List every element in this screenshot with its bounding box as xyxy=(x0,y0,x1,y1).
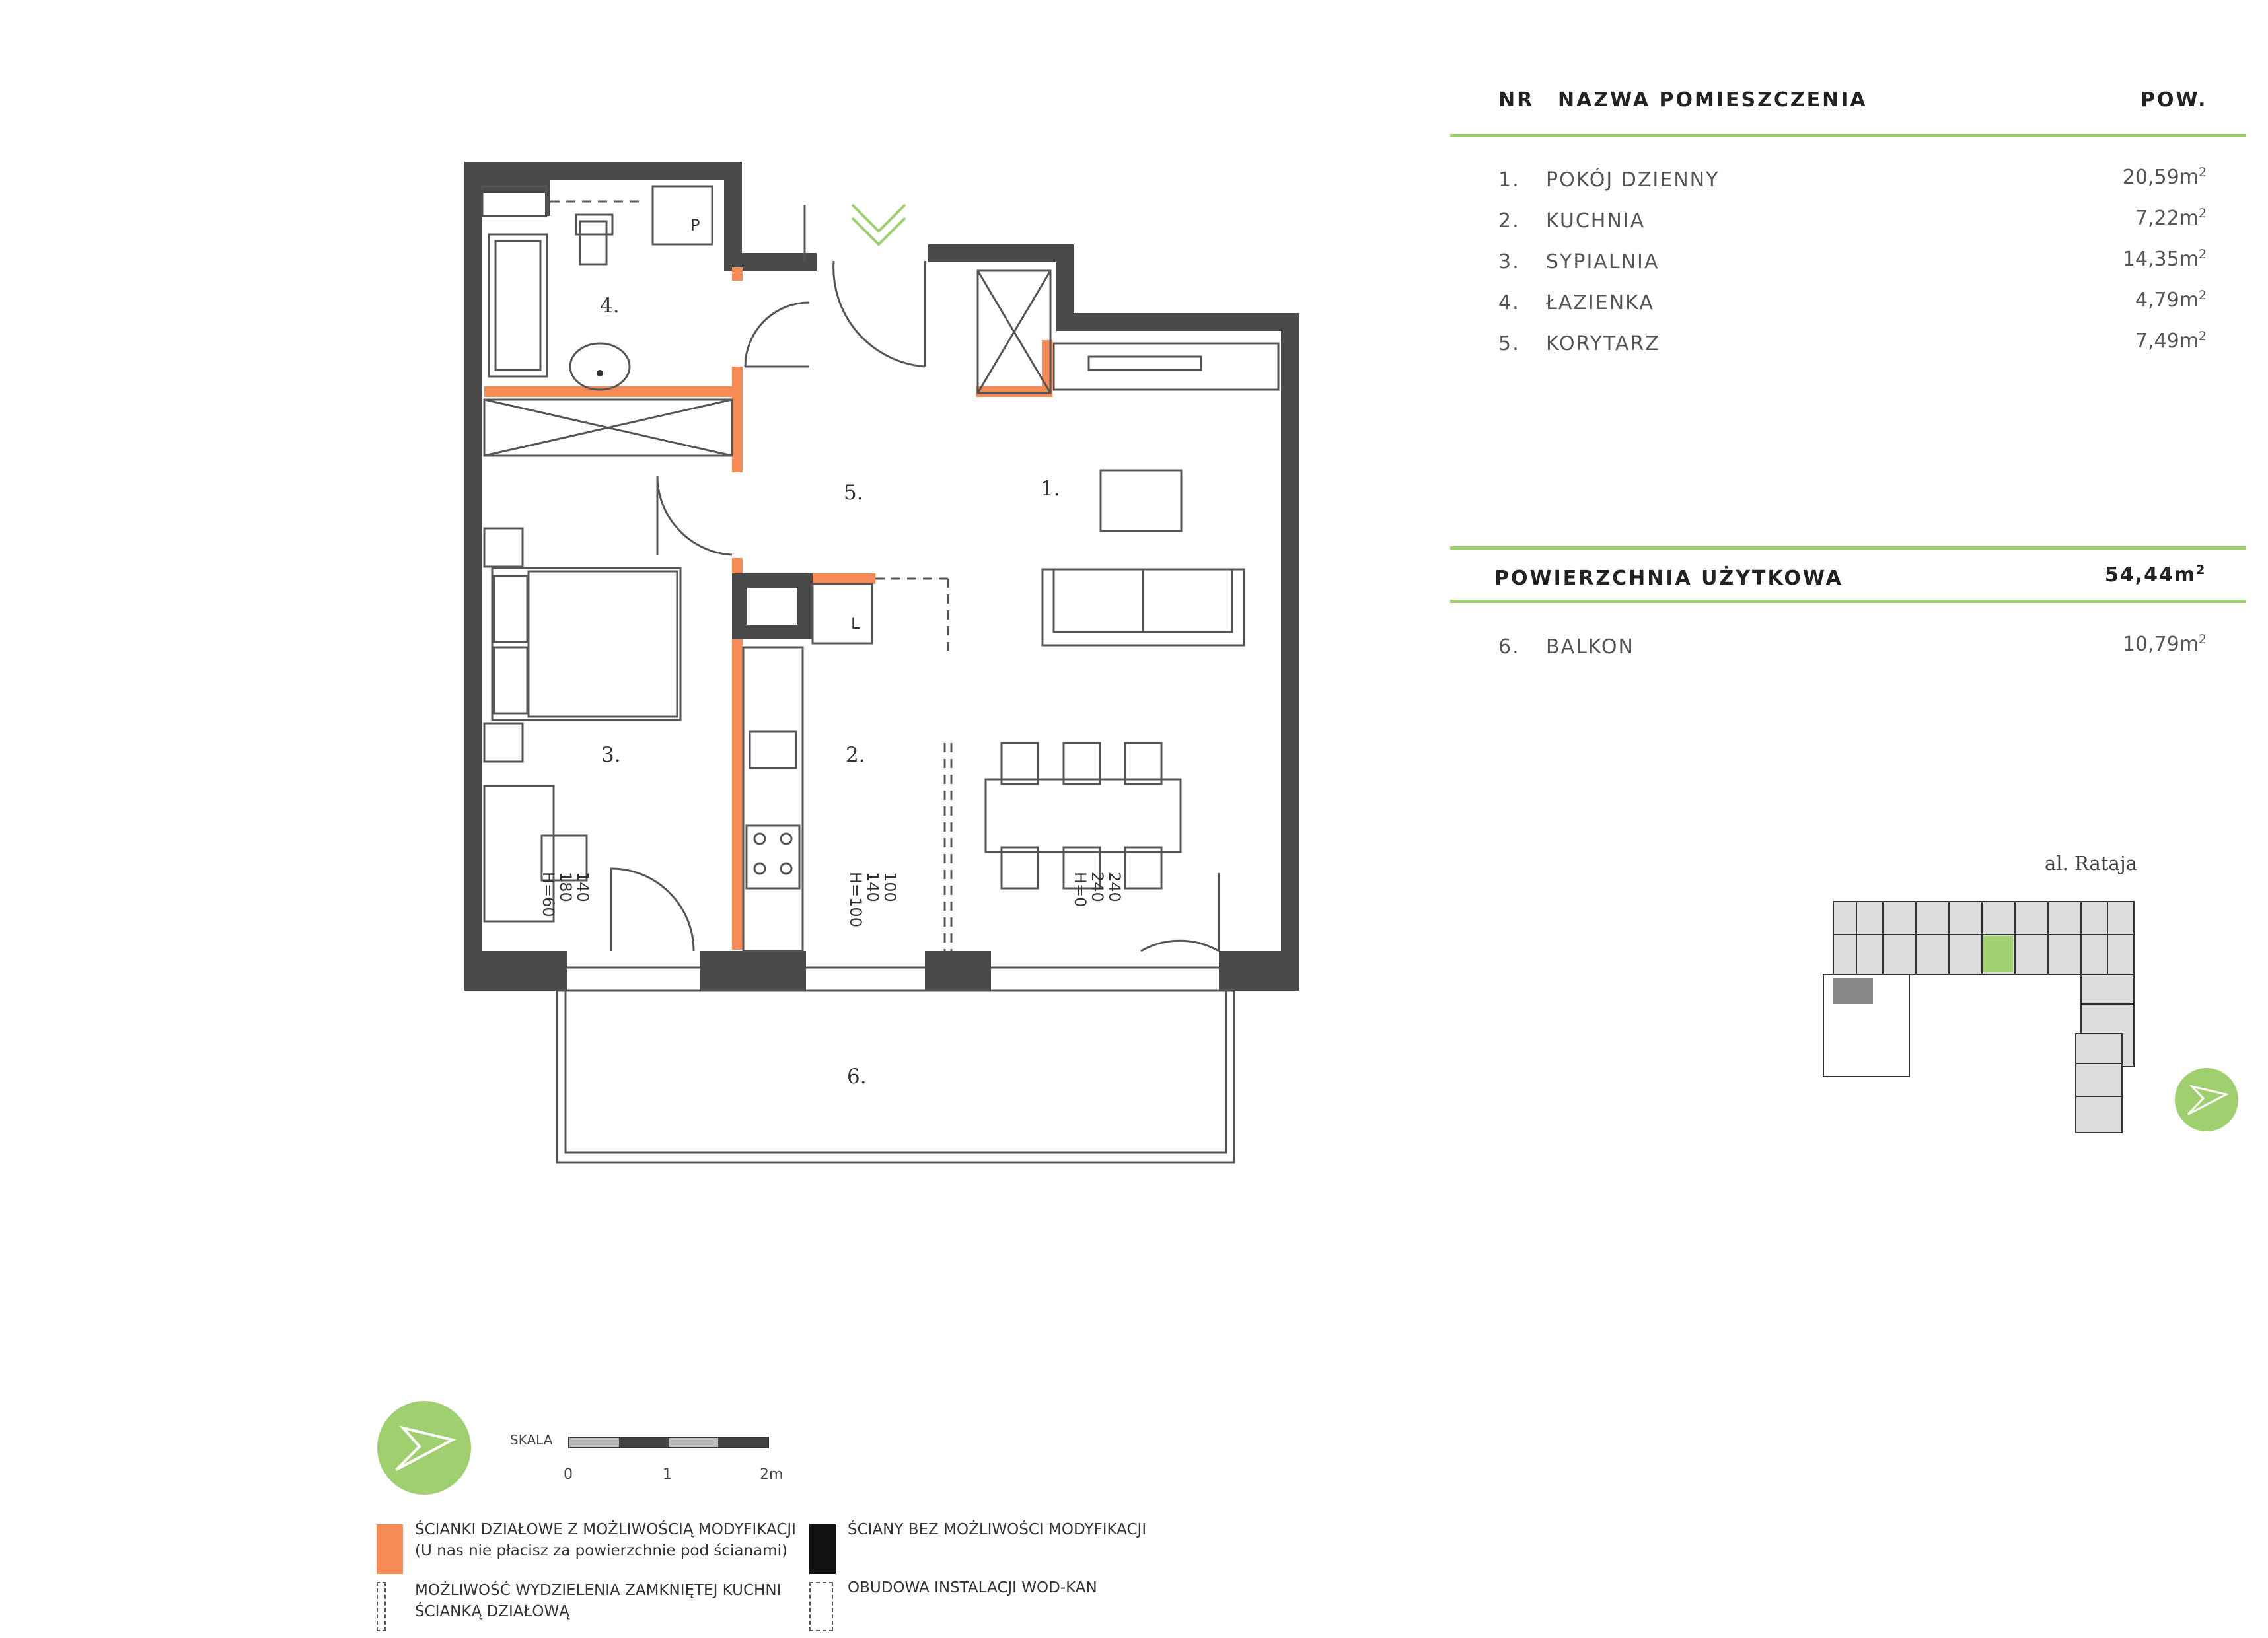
room-name: SYPIALNIA xyxy=(1546,250,1660,273)
room-name: KORYTARZ xyxy=(1546,332,1660,355)
window-dim-2-a: 100 xyxy=(881,872,899,902)
room-label-3: 3. xyxy=(601,743,621,767)
north-arrow-icon xyxy=(2175,1068,2238,1131)
room-name: KUCHNIA xyxy=(1546,209,1646,232)
legend-dashed-swatch-1 xyxy=(377,1582,386,1631)
dashed-lines xyxy=(550,200,953,951)
room-area: 7,49m2 xyxy=(2135,329,2207,353)
room-label-6: 6. xyxy=(847,1065,867,1088)
scale-label: SKALA xyxy=(510,1432,553,1448)
col-name-header: NAZWA POMIESZCZENIA xyxy=(1558,89,1868,112)
modifiable-walls xyxy=(484,267,1052,950)
fixture-label-p: P xyxy=(690,216,700,234)
entrance-arrow-icon xyxy=(851,203,906,246)
col-area-header: POW. xyxy=(2140,89,2208,112)
floor-plan xyxy=(464,162,1299,1164)
room-name: ŁAZIENKA xyxy=(1546,291,1654,314)
legend-dashed1-line2: ŚCIANKĄ DZIAŁOWĄ xyxy=(415,1603,569,1620)
room-nr: 3. xyxy=(1498,250,1520,273)
header-divider xyxy=(1450,134,2246,137)
scale-tick-0: 0 xyxy=(564,1466,573,1483)
balcony-name: BALKON xyxy=(1546,635,1634,659)
balcony-nr: 6. xyxy=(1498,635,1520,659)
usable-area-label: POWIERZCHNIA UŻYTKOWA xyxy=(1494,567,1843,590)
window-dim-2: 100 140 H=100 xyxy=(846,872,899,944)
room-area: 14,35m2 xyxy=(2122,247,2207,271)
legend-black-swatch xyxy=(809,1524,836,1574)
site-plan xyxy=(1823,901,2135,1133)
col-nr-header: NR xyxy=(1498,89,1535,112)
room-area: 7,22m2 xyxy=(2135,206,2207,230)
legend-orange-text: ŚCIANKI DZIAŁOWE Z MOŻLIWOŚCIĄ MODYFIKAC… xyxy=(415,1519,796,1561)
room-label-4: 4. xyxy=(600,294,620,318)
legend-dashed-text-2: OBUDOWA INSTALACJI WOD-KAN xyxy=(848,1579,1097,1596)
legend-orange-swatch xyxy=(377,1524,403,1574)
scale-bar xyxy=(568,1437,769,1448)
room-label-1: 1. xyxy=(1041,477,1060,501)
scale-tick-1: 1 xyxy=(663,1466,672,1483)
balcony-area: 10,79m2 xyxy=(2122,632,2207,656)
room-nr: 5. xyxy=(1498,332,1520,355)
room-nr: 2. xyxy=(1498,209,1520,232)
legend-dashed-swatch-2 xyxy=(809,1582,833,1631)
legend-dashed1-line1: MOŻLIWOŚĆ WYDZIELENIA ZAMKNIĘTEJ KUCHNI xyxy=(415,1582,782,1599)
window-dim-2-c: H=100 xyxy=(846,872,865,927)
usable-top-divider xyxy=(1450,546,2246,550)
legend-dashed-text-1: MOŻLIWOŚĆ WYDZIELENIA ZAMKNIĘTEJ KUCHNI … xyxy=(415,1580,781,1622)
compass-icon xyxy=(377,1401,471,1495)
structural-walls xyxy=(464,162,1299,991)
fixture-label-l: L xyxy=(851,614,860,633)
window-dim-2-b: 140 xyxy=(863,872,882,902)
usable-area-value: 54,44m2 xyxy=(2105,563,2207,587)
window-dim-3-b: 240 xyxy=(1088,872,1107,902)
room-name: POKÓJ DZIENNY xyxy=(1546,168,1720,192)
legend-black-text: ŚCIANY BEZ MOŻLIWOŚCI MODYFIKACJI xyxy=(848,1521,1147,1538)
window-dim-1-c: H=60 xyxy=(539,872,558,917)
room-nr: 1. xyxy=(1498,168,1520,192)
window-dim-1-a: 140 xyxy=(573,872,592,902)
window-dim-3: 240 240 H=0 xyxy=(1071,872,1124,944)
apartment-location-marker xyxy=(1983,936,2013,972)
room-area: 4,79m2 xyxy=(2135,288,2207,312)
usable-bottom-divider xyxy=(1450,600,2246,603)
sink-icon xyxy=(597,370,603,376)
window-dim-1-b: 180 xyxy=(556,872,575,902)
window-dim-3-a: 240 xyxy=(1105,872,1124,902)
window-dim-3-c: H=0 xyxy=(1071,872,1089,908)
legend-orange-line2: (U nas nie płacisz za powierzchnie pod ś… xyxy=(415,1542,787,1559)
room-area: 20,59m2 xyxy=(2122,165,2207,189)
interior-lines xyxy=(481,185,1280,1164)
room-nr: 4. xyxy=(1498,291,1520,314)
room-label-5: 5. xyxy=(844,481,863,505)
window-dim-1: 140 180 H=60 xyxy=(539,872,592,944)
room-label-2: 2. xyxy=(846,743,865,767)
legend-orange-line1: ŚCIANKI DZIAŁOWE Z MOŻLIWOŚCIĄ MODYFIKAC… xyxy=(415,1521,796,1538)
scale-tick-2: 2m xyxy=(760,1466,784,1483)
street-label: al. Rataja xyxy=(2045,852,2138,874)
